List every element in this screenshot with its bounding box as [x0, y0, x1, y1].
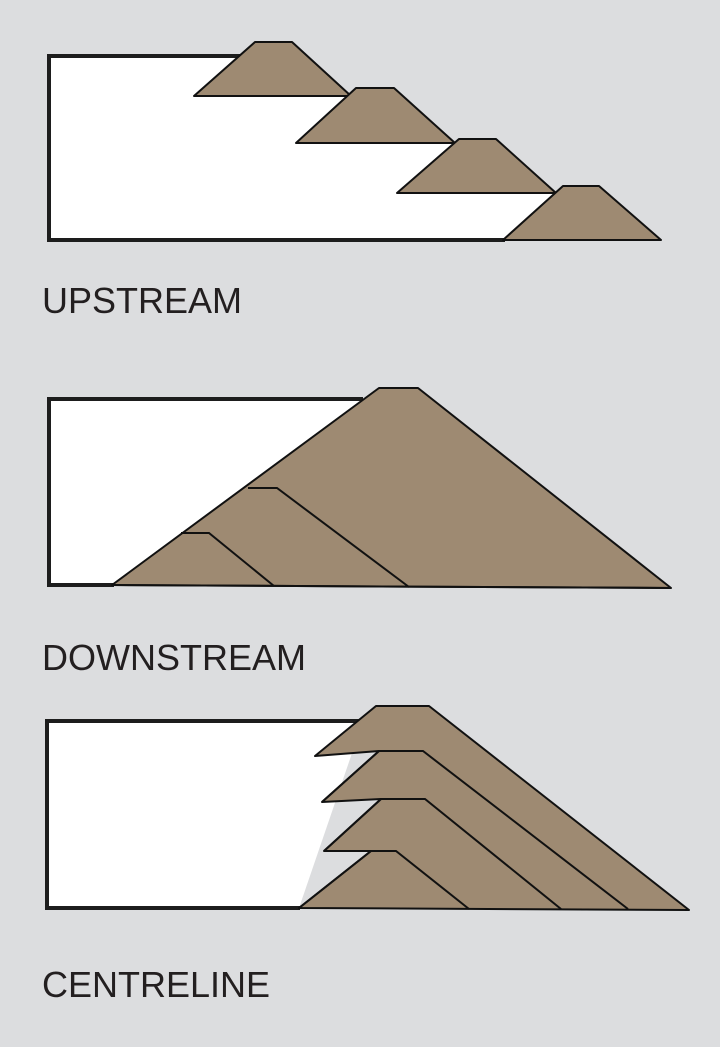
centreline-diagram: CENTRELINE	[42, 705, 690, 1005]
downstream-tailings-area	[49, 399, 363, 585]
centreline-tailings-area	[47, 721, 363, 908]
downstream-starter-dam	[181, 532, 275, 587]
downstream-raise-2	[248, 487, 410, 588]
upstream-starter-dam	[502, 185, 662, 241]
downstream-label: DOWNSTREAM	[42, 637, 306, 678]
downstream-impoundment-outline	[47, 397, 363, 587]
downstream-base-line	[111, 584, 672, 589]
upstream-raise-3	[396, 138, 557, 194]
upstream-diagram: UPSTREAM	[42, 41, 662, 321]
centreline-impoundment-outline	[45, 719, 363, 910]
centreline-raise-3	[323, 798, 562, 910]
upstream-raise-1	[193, 41, 352, 97]
upstream-impoundment-outline	[47, 54, 505, 242]
downstream-diagram: DOWNSTREAM	[42, 387, 672, 678]
centreline-raise-2	[321, 750, 629, 910]
upstream-label: UPSTREAM	[42, 280, 242, 321]
centreline-label: CENTRELINE	[42, 964, 270, 1005]
upstream-raise-2	[295, 87, 456, 144]
centreline-starter-dam	[298, 850, 470, 910]
